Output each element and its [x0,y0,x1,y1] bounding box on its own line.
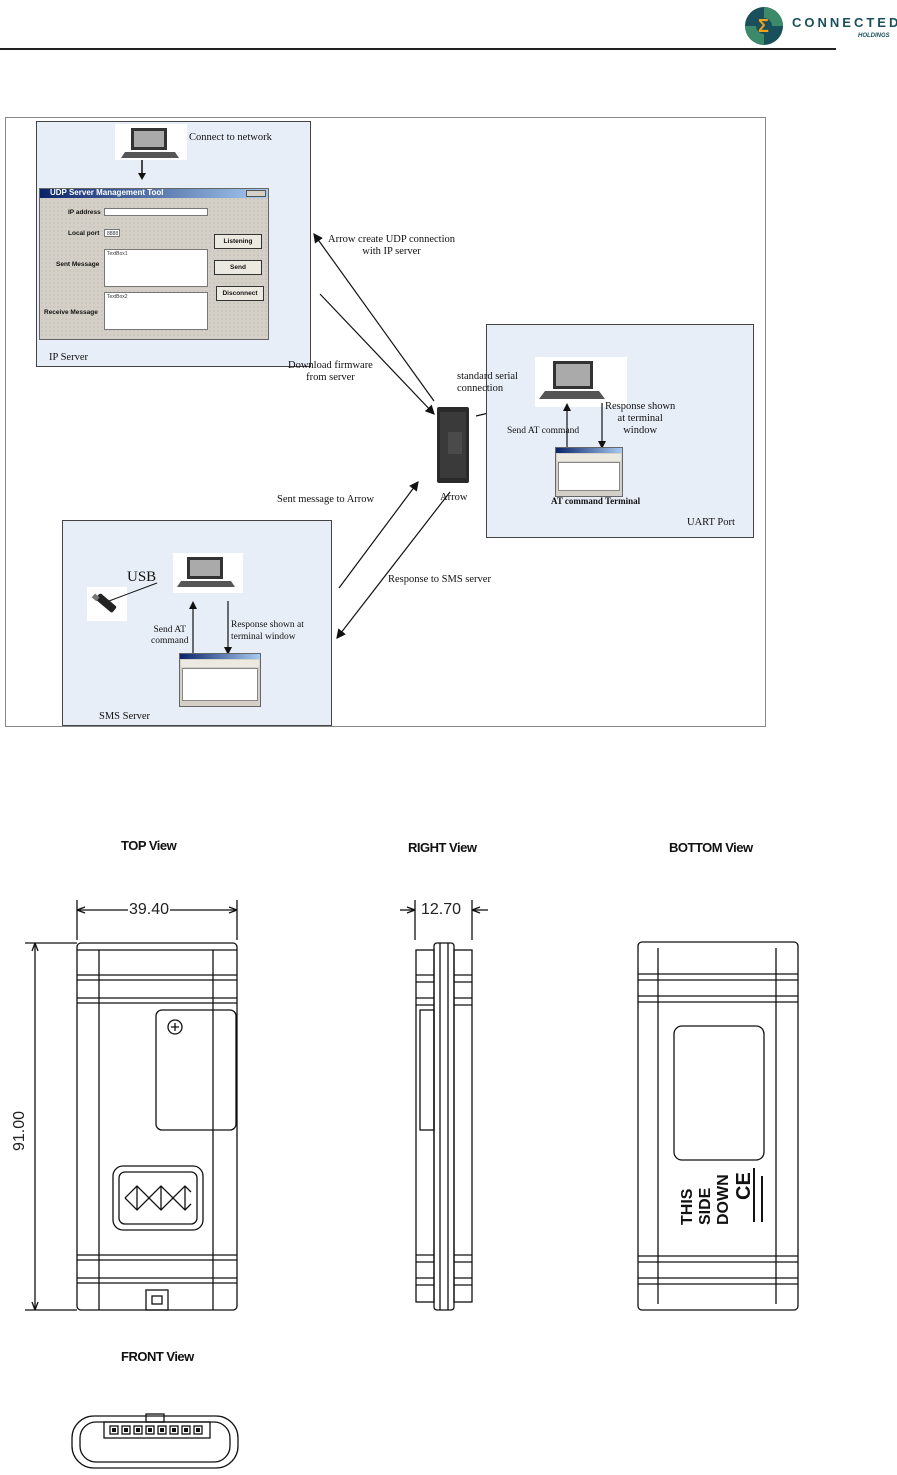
ip-address-input[interactable] [104,208,208,216]
sent-message-input[interactable]: TextBox1 [104,249,208,287]
terminal-screen [558,462,620,491]
usb-dongle-icon [87,582,158,621]
arrow-down [138,160,146,180]
usb-label: USB [127,569,157,585]
front-view-title: FRONT View [121,1349,194,1364]
receive-message-input[interactable]: TextBox2 [104,292,208,330]
uart-port-panel: standard serial connection Send AT comma… [457,324,754,538]
local-port-value: 8888 [107,231,119,237]
sms-server-panel: USB Send AT command Response shown at te… [62,520,332,726]
right-view-title: RIGHT View [408,840,477,855]
sms-send-at-line2: command [151,636,189,646]
udp-server-window: UDP Server Management Tool IP address Lo… [39,188,269,340]
window-controls[interactable] [246,190,266,197]
uart-response-line2: at terminal [617,413,663,424]
this-label: THIS [679,1188,696,1225]
uart-response-line3: window [623,425,658,436]
sms-send-at-label: Send AT command [151,625,188,647]
disconnect-button[interactable]: Disconnect [216,286,264,301]
logo-sub-text: HOLDINGS [858,33,890,39]
sms-response-line1: Response shown at [231,620,304,630]
bottom-view-title: BOTTOM View [669,840,753,855]
header-rule [0,48,836,50]
uart-response-label: Response shown at terminal window [605,401,675,437]
serial-connection-label: standard serial connection [457,371,518,395]
right-view-drawing [400,900,488,1311]
top-view-drawing [25,900,238,1311]
send-button[interactable]: Send [214,260,262,275]
dimension-width: 39.40 [128,901,171,918]
sms-server-label: SMS Server [99,711,151,722]
receive-message-value: TextBox2 [107,294,128,300]
down-label: DOWN [715,1174,732,1225]
uart-send-at-label: Send AT command [507,426,580,436]
arrow-device [437,407,469,483]
connection-arrows [313,233,537,639]
sent-message-value: TextBox1 [107,251,128,257]
sent-message-to-arrow-label: Sent message to Arrow [277,494,375,505]
network-diagram: Connect to network UDP Server Management… [5,117,766,727]
download-firmware-line2: from server [306,372,355,383]
udp-connection-line2: with IP server [362,246,421,257]
window-title-bar: UDP Server Management Tool [40,188,268,198]
dimension-height: 91.00 [11,1109,28,1152]
sms-send-at-line1: Send AT [153,625,186,635]
terminal-title-bar [180,654,260,659]
terminal-screen [182,668,258,701]
sms-response-line2: terminal window [231,632,296,642]
window-title: UDP Server Management Tool [50,188,164,197]
serial-connection-line2: connection [457,383,504,394]
ip-server-panel: Connect to network UDP Server Management… [36,121,311,367]
connect-to-network-label: Connect to network [189,132,272,143]
at-terminal-label: AT command Terminal [551,496,641,506]
sent-message-label: Sent Message [56,261,100,268]
serial-connection-line1: standard serial [457,371,518,382]
dimension-depth: 12.70 [420,901,463,918]
front-view-drawing [71,1413,239,1469]
uart-response-line1: Response shown [605,401,676,412]
ce-mark: CE [733,1172,755,1200]
sms-arrows [189,601,232,655]
listening-button[interactable]: Listening [214,234,262,249]
terminal-title-bar [556,448,622,453]
local-port-input[interactable]: 8888 [104,229,120,237]
sms-response-label: Response shown at terminal window [231,619,304,643]
svg-text:Σ: Σ [758,16,769,36]
sms-terminal-window [179,653,261,707]
terminal-toolbar [557,454,621,461]
udp-connection-line1: Arrow create UDP connection [328,234,456,245]
top-view-title: TOP View [121,838,177,853]
uart-port-label: UART Port [687,517,735,528]
ip-address-label: IP address [68,209,101,216]
arrow-device-label: Arrow [440,492,468,503]
receive-message-label: Receive Message [44,309,98,316]
ip-server-label: IP Server [49,352,88,363]
download-firmware-label: Download firmware from server [288,360,373,384]
side-label: SIDE [697,1187,714,1225]
response-to-sms-label: Response to SMS server [388,574,491,585]
bottom-view-drawing: THIS SIDE DOWN CE [637,941,799,1311]
connected-holdings-logo: Σ [745,7,783,45]
at-terminal-window [555,447,623,497]
udp-connection-label: Arrow create UDP connection with IP serv… [328,234,455,258]
download-firmware-line1: Download firmware [288,360,373,371]
logo-main-text: CONNECTED [792,15,897,30]
terminal-toolbar [181,660,259,667]
laptop-icon [177,557,235,587]
local-port-label: Local port [68,230,100,237]
uart-arrows [563,403,606,451]
laptop-icon [121,128,179,158]
laptop-icon [539,361,605,399]
